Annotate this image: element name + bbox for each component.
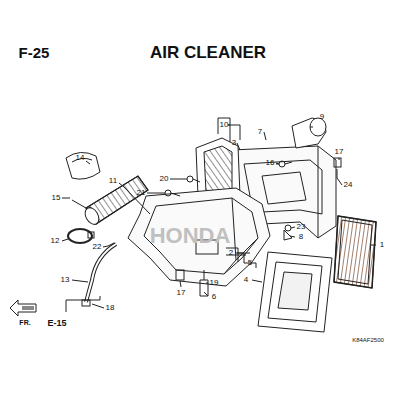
direction-label: FR. [19,319,30,326]
callout-number: 24 [344,181,353,189]
callout-number: 2 [229,249,233,257]
callout-number: 1 [380,241,384,249]
callout-number: 8 [299,233,303,241]
diagram-title: AIR CLEANER [150,44,266,61]
reference-code: E-15 [47,319,66,328]
callout-number: 17 [177,289,186,297]
callout-number: 7 [258,128,262,136]
callout-number: 12 [51,237,60,245]
callout-number: 16 [266,159,275,167]
callout-number: 15 [52,194,61,202]
watermark: HONDA [150,225,231,247]
callout-number: 10 [220,121,229,129]
callout-number: 23 [297,223,306,231]
callout-number: 6 [212,293,216,301]
callout-number: 19 [210,279,219,287]
callout-number: 13 [61,276,70,284]
callout-number: 5 [248,259,252,267]
callout-number: 21 [137,189,146,197]
callout-number: 14 [76,154,85,162]
drawing-code: K84AF2500 [352,337,384,343]
callout-number: 18 [106,304,115,312]
callout-number: 11 [109,177,117,185]
figure-code: F-25 [19,45,50,60]
callout-number: 9 [320,113,324,121]
callout-number: 4 [244,276,248,284]
callout-number: 20 [160,175,169,183]
callout-number: 3 [232,139,236,147]
callout-number: 17 [335,148,344,156]
callout-number: 22 [93,243,102,251]
